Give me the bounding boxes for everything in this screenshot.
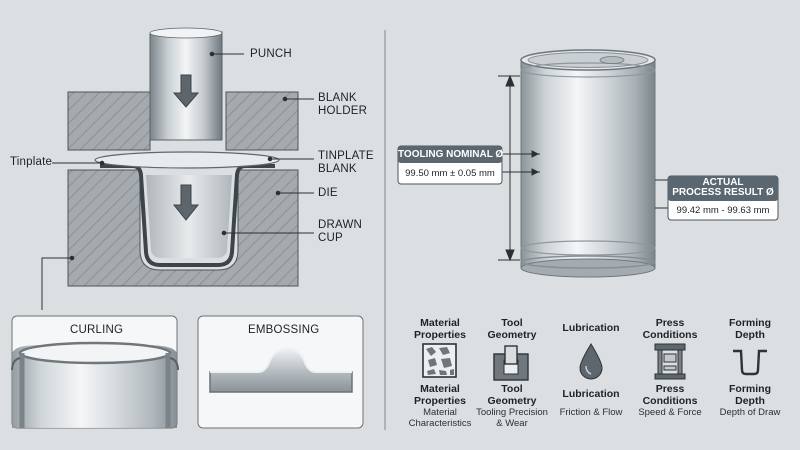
press-cross-section (41, 27, 314, 310)
factor-tool-top: Tool Geometry (487, 317, 537, 341)
height-dimension (498, 74, 668, 262)
actual-result-box (667, 175, 779, 221)
label-punch: PUNCH (250, 48, 292, 60)
cup-down-arrow-icon (172, 184, 200, 221)
curling-inset (11, 315, 179, 429)
factor-lubrication-sub: Friction & Flow (559, 407, 623, 418)
factor-depth-sub: Depth of Draw (719, 407, 781, 418)
embossing-inset (197, 315, 364, 429)
label-embossing: EMBOSSING (248, 324, 320, 336)
tooling-nominal-box (397, 145, 503, 185)
factor-press-sub: Speed & Force (638, 407, 702, 418)
material-texture-icon (422, 343, 457, 378)
factor-depth-top: Forming Depth (729, 317, 771, 341)
blank-holder-right (225, 91, 299, 151)
factor-material-top: Material Properties (414, 317, 466, 341)
can-illustration (520, 49, 656, 278)
drawn-cup-wall (100, 164, 275, 267)
factor-lubrication-bottom: Lubrication (562, 388, 620, 400)
press-icon (654, 343, 686, 380)
actual-box-title: ACTUAL PROCESS RESULT Ø (672, 177, 774, 198)
tool-die-icon (493, 345, 529, 381)
label-tinplate: Tinplate (10, 156, 53, 168)
label-die: DIE (318, 187, 338, 199)
factor-press-bottom: Press Conditions (642, 383, 698, 407)
blank-holder-left (67, 91, 151, 151)
label-tinplate-blank: TINPLATE BLANK (318, 150, 374, 175)
label-blank-holder: BLANK HOLDER (318, 92, 368, 117)
label-curling: CURLING (70, 324, 124, 336)
factor-tool-bottom: Tool Geometry (487, 383, 537, 407)
die-block (67, 169, 299, 287)
factor-press-top: Press Conditions (642, 317, 698, 341)
depth-profile-icon (733, 349, 767, 376)
tinplate-blank (94, 151, 280, 169)
factor-material-sub: Material Characteristics (408, 407, 472, 429)
label-drawn-cup: DRAWN CUP (318, 219, 363, 244)
factor-depth-bottom: Forming Depth (729, 383, 771, 407)
factor-material-bottom: Material Properties (414, 383, 466, 407)
factor-lubrication-top: Lubrication (562, 322, 620, 334)
oil-drop-icon (579, 343, 603, 380)
factor-tool-sub: Tooling Precision & Wear (476, 407, 548, 429)
actual-box-value: 99.42 mm - 99.63 mm (676, 205, 770, 216)
tooling-box-title: TOOLING NOMINAL Ø (398, 149, 504, 160)
tooling-box-value: 99.50 mm ± 0.05 mm (405, 168, 495, 179)
pull-tab-icon (599, 56, 625, 64)
punch-down-arrow-icon (172, 74, 200, 108)
